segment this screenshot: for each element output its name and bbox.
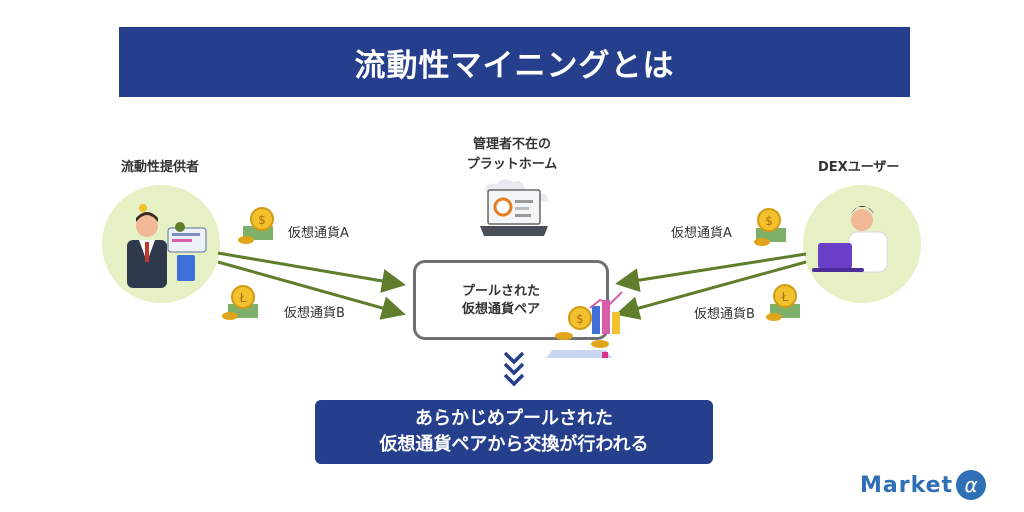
market-alpha-logo: Market α (860, 470, 987, 500)
platform-label: 管理者不在の プラットホーム (462, 135, 562, 175)
arrow-user-to-pool-a (615, 252, 807, 293)
logo-text: Market (860, 472, 954, 498)
coin-stack-icon: $ (238, 207, 274, 244)
platform-label-line2: プラットホーム (466, 157, 558, 172)
coin-stack-icon: $ (754, 208, 786, 246)
platform-label-line1: 管理者不在の (472, 137, 551, 152)
user-label: DEXユーザー (818, 160, 900, 175)
result-line2: 仮想通貨ペアから交換が行われる (379, 434, 649, 455)
svg-text:Ł: Ł (781, 290, 789, 304)
right-currency-b-label: 仮想通貨B (694, 307, 755, 322)
arrow-user-to-pool-b (615, 260, 807, 320)
pool-coins-chart-icon: $ (546, 291, 623, 358)
title-banner: 流動性マイニングとは (119, 27, 910, 97)
pool-text: プールされた 仮想通貨ペア (416, 283, 586, 319)
svg-text:Ł: Ł (239, 291, 247, 305)
svg-text:$: $ (765, 214, 773, 228)
right-currency-a-label: 仮想通貨A (671, 226, 732, 241)
pool-text-line1: プールされた (461, 284, 540, 299)
provider-person-icon (127, 204, 207, 288)
arrow-provider-to-pool-a (217, 251, 406, 293)
platform-laptop-icon (480, 179, 548, 236)
chevron-down-icon (503, 351, 525, 387)
result-box: あらかじめプールされた 仮想通貨ペアから交換が行われる (315, 400, 713, 464)
arrow-provider-to-pool-b (217, 260, 406, 320)
alpha-icon: α (956, 470, 987, 500)
svg-text:$: $ (258, 213, 266, 227)
user-person-icon (812, 206, 888, 273)
svg-text:$: $ (576, 312, 584, 326)
coin-stack-icon: Ł (222, 285, 258, 320)
provider-label: 流動性提供者 (121, 160, 200, 175)
result-line1: あらかじめプールされた (415, 408, 613, 429)
page-title: 流動性マイニングとは (354, 47, 675, 84)
left-currency-b-label: 仮想通貨B (284, 306, 345, 321)
left-currency-a-label: 仮想通貨A (288, 226, 349, 241)
coin-stack-icon: Ł (766, 284, 800, 321)
pool-text-line2: 仮想通貨ペア (461, 302, 540, 317)
